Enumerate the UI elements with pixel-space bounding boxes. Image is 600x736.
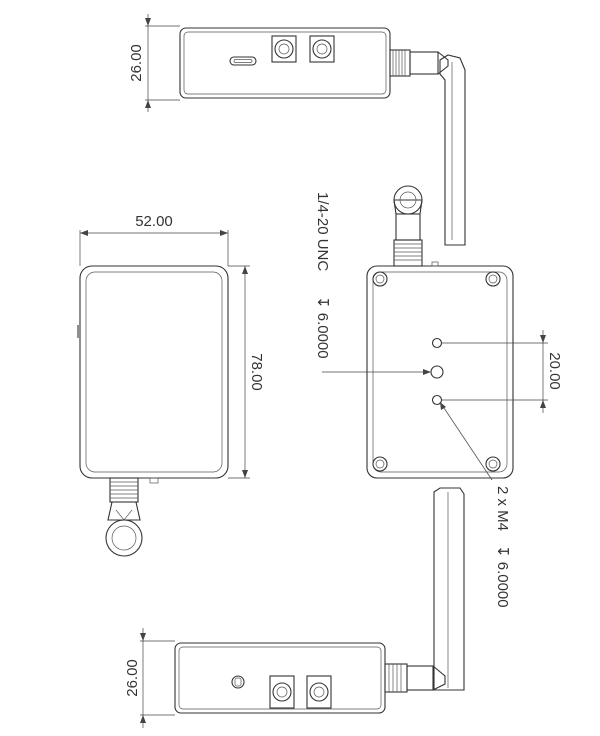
dim-hole-spacing-text: 20.00 — [546, 352, 563, 390]
mount-hole-upper — [431, 337, 443, 349]
dimension-width: 52.00 — [79, 213, 229, 266]
tripod-thread-callout: 1/4-20 UNC ↧ 6.0000 — [314, 192, 431, 375]
antenna-connector-front — [105, 477, 143, 557]
bottom-side-view — [174, 642, 446, 714]
corner-screw-tl — [372, 271, 388, 287]
mount-holes-label: 2 x M4 — [494, 486, 511, 531]
connector-bottom-2 — [306, 675, 332, 709]
round-port-bottom — [231, 675, 245, 689]
dim-length-text: 78.00 — [248, 353, 265, 391]
top-side-view — [179, 27, 466, 246]
front-view — [77, 265, 229, 557]
antenna-connector-top — [389, 49, 449, 77]
dimension-hole-spacing: 20.00 — [441, 330, 563, 413]
connector-top-1 — [271, 35, 297, 63]
dim-top-height-text: 26.00 — [128, 44, 145, 82]
dim-bottom-height-text: 26.00 — [124, 659, 141, 697]
corner-screw-bl — [372, 456, 388, 472]
mount-holes-callout: 2 x M4 ↧ 6.0000 — [439, 401, 511, 608]
connector-top-2 — [309, 35, 335, 63]
tripod-depth-label: ↧ 6.0000 — [314, 296, 331, 359]
corner-screw-br — [485, 456, 501, 472]
tripod-thread-label: 1/4-20 UNC — [314, 192, 331, 271]
dim-width-text: 52.00 — [135, 213, 173, 230]
dimension-bottom-height: 26.00 — [124, 628, 175, 728]
antenna-connector-back — [393, 185, 439, 267]
corner-screw-tr — [485, 271, 501, 287]
mount-depth-label: ↧ 6.0000 — [494, 545, 511, 608]
back-view — [366, 185, 514, 479]
dimension-top-height: 26.00 — [128, 14, 180, 112]
connector-bottom-1 — [269, 675, 295, 709]
dimension-length: 78.00 — [228, 265, 265, 479]
antenna-top — [439, 54, 466, 246]
antenna-connector-bottom — [384, 663, 446, 693]
tripod-hole — [430, 365, 444, 379]
antenna-lower — [433, 487, 465, 691]
usb-c-port-top — [229, 56, 257, 66]
